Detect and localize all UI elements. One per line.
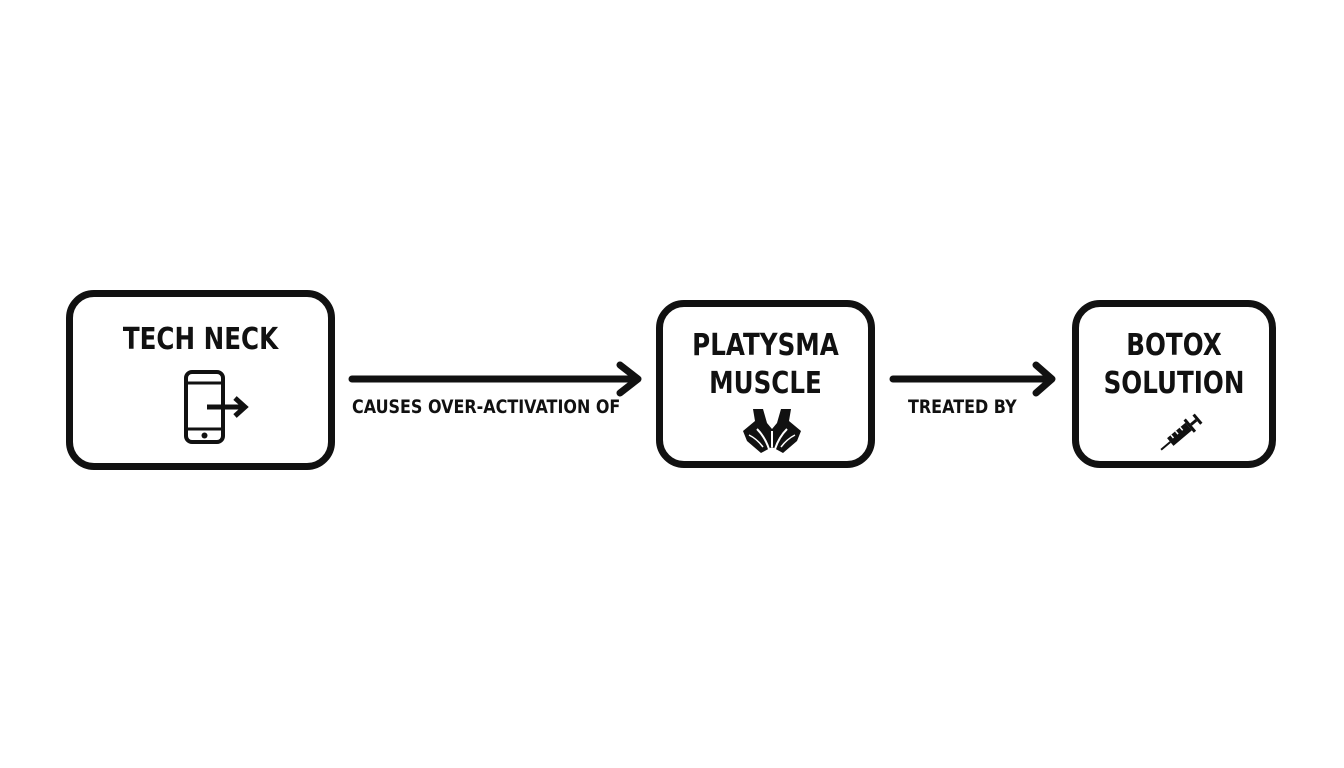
edge-label-causes: CAUSES OVER-ACTIVATION OF [352, 396, 621, 418]
node-platysma-label-line2: MUSCLE [709, 366, 822, 401]
node-platysma-label-line1: PLATYSMA [692, 328, 839, 363]
node-platysma: PLATYSMA MUSCLE [656, 300, 875, 468]
edge-label-treated-by: TREATED BY [908, 396, 1017, 418]
syringe-icon [1160, 413, 1203, 451]
arrow-treated-by [889, 361, 1056, 397]
node-botox: BOTOX SOLUTION [1072, 300, 1276, 468]
neck-muscle-icon [743, 409, 801, 453]
node-botox-label-line1: BOTOX [1126, 328, 1222, 363]
arrow-causes [348, 361, 642, 397]
node-botox-label-line2: SOLUTION [1103, 366, 1245, 401]
node-tech-neck-label: TECH NECK [122, 322, 279, 357]
smartphone-arrow-icon [184, 370, 249, 444]
node-tech-neck: TECH NECK [66, 290, 335, 470]
